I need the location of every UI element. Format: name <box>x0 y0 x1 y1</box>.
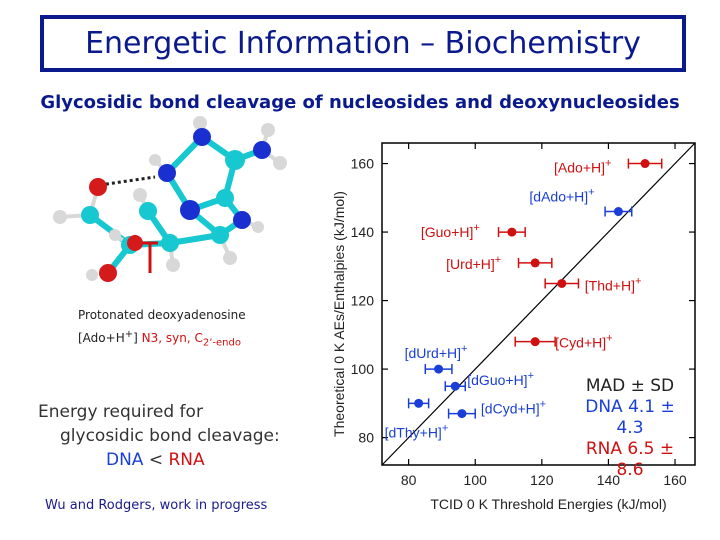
x-tick-label: 120 <box>530 472 554 488</box>
plot-frame <box>381 142 696 466</box>
data-point-durd-h <box>434 364 444 374</box>
energy-comparator: < <box>143 450 169 470</box>
energy-line1: Energy required for <box>38 402 203 422</box>
data-point-dthy-h <box>414 398 424 408</box>
molecule-caption-line2: [Ado+H+] N3, syn, C2’-endo <box>78 325 246 352</box>
slide-subtitle: Glycosidic bond cleavage of nucleosides … <box>40 92 680 113</box>
energy-line3: DNA < RNA <box>38 448 280 472</box>
data-point-ado-h <box>640 159 650 169</box>
data-label-dado-h: [dAdo+H]+ <box>529 187 594 205</box>
data-point-urd-h <box>530 258 540 268</box>
data-label-dthy-h: [dThy+H]+ <box>385 422 449 440</box>
data-label-guo-h: [Guo+H]+ <box>421 222 480 240</box>
caption-charge: + <box>124 329 134 340</box>
mad-dna: DNA 4.1 ± 4.3 <box>585 397 675 438</box>
data-label-urd-h: [Urd+H]+ <box>446 254 501 272</box>
data-label-ado-h: [Ado+H]+ <box>554 158 611 176</box>
y-tick-label: 100 <box>351 361 375 377</box>
x-tick-label: 100 <box>464 472 488 488</box>
molecule-caption: Protonated deoxyadenosine [Ado+H+] N3, s… <box>78 306 246 352</box>
energy-rna: RNA <box>168 450 205 470</box>
data-point-guo-h <box>507 227 517 237</box>
data-label-durd-h: [dUrd+H]+ <box>405 343 468 361</box>
reference-line <box>381 142 696 466</box>
mad-summary: MAD ± SD DNA 4.1 ± 4.3 RNA 6.5 ± 8.6 <box>570 376 690 481</box>
deoxyadenosine-molecule-illustration <box>53 116 287 282</box>
energy-line2: glycosidic bond cleavage: <box>60 426 280 446</box>
data-label-dcyd-h: [dCyd+H]+ <box>481 399 546 417</box>
data-point-thd-h <box>557 278 567 288</box>
energy-dna: DNA <box>106 450 144 470</box>
slide-title: Energetic Information – Biochemistry <box>85 26 641 61</box>
x-axis-label: TCID 0 K Threshold Energies (kJ/mol) <box>430 496 666 512</box>
title-box: Energetic Information – Biochemistry <box>40 15 686 72</box>
molecule-caption-line1: Protonated deoxyadenosine <box>78 308 246 322</box>
caption-pucker: 2’-endo <box>202 337 241 349</box>
mad-rna: RNA 6.5 ± 8.6 <box>585 439 675 480</box>
energy-statement: Energy required for glycosidic bond clea… <box>38 400 280 472</box>
data-point-dguo-h <box>450 381 460 391</box>
data-label-cyd-h: [Cyd+H]+ <box>555 333 612 351</box>
data-point-dcyd-h <box>457 409 467 419</box>
y-axis-label: Theoretical 0 K AEs/Enthalpies (kJ/mol) <box>331 191 347 437</box>
mad-header: MAD ± SD <box>585 376 675 396</box>
x-tick-label: 160 <box>663 472 687 488</box>
x-tick-label: 80 <box>401 472 417 488</box>
caption-conformer: N3, syn, C <box>141 331 203 345</box>
caption-species: [Ado+H <box>78 331 125 345</box>
y-tick-label: 80 <box>358 430 374 446</box>
y-tick-label: 120 <box>351 293 375 309</box>
data-label-thd-h: [Thd+H]+ <box>585 275 642 293</box>
y-tick-label: 160 <box>351 156 375 172</box>
caption-bracket: ] <box>133 331 142 345</box>
data-point-cyd-h <box>530 337 540 347</box>
credit-line: Wu and Rodgers, work in progress <box>45 498 268 513</box>
data-point-dado-h <box>613 207 623 217</box>
data-label-dguo-h: [dGuo+H]+ <box>467 370 534 388</box>
y-tick-label: 140 <box>351 224 375 240</box>
x-tick-label: 140 <box>597 472 621 488</box>
